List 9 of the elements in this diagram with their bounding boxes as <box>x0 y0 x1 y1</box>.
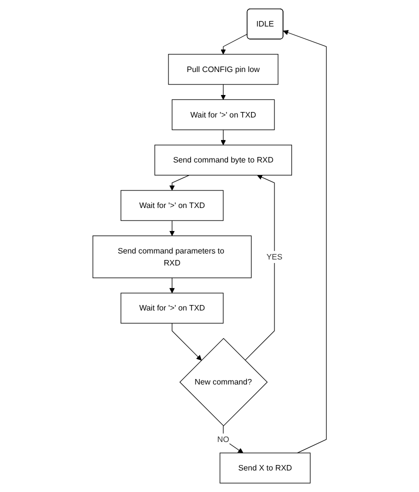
arrow <box>172 322 202 361</box>
arrow <box>169 174 190 191</box>
arrow <box>220 34 248 54</box>
arrow <box>283 30 327 454</box>
arrow <box>169 278 175 294</box>
arrow <box>220 130 226 146</box>
arrow <box>244 174 275 361</box>
arrow <box>169 220 175 236</box>
arrow <box>220 84 226 100</box>
